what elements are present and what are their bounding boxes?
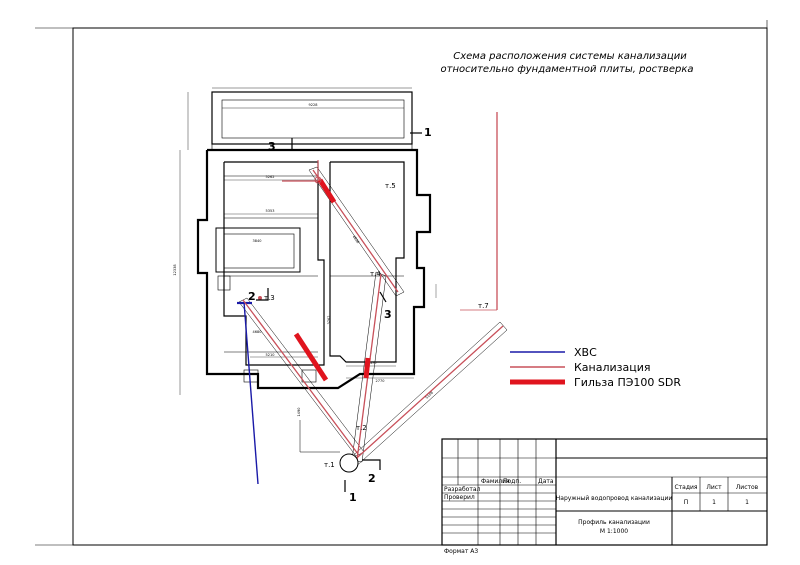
- sewer-pipe-outlet: [348, 325, 504, 466]
- dim-label-bottom-right: 2770: [376, 379, 385, 383]
- dim-label-lower-left: 5210: [266, 353, 275, 357]
- section-2-bottom: 2: [368, 472, 376, 485]
- point-label-t1: т.1: [324, 461, 335, 469]
- drawing-title-line2: относительно фундаментной плиты, роствер…: [441, 64, 694, 75]
- sewer-lines: [242, 112, 504, 466]
- section-1-top: 1: [424, 126, 432, 139]
- legend-label-sleeve: Гильза ПЭ100 SDR: [574, 376, 681, 389]
- top-slab: [211, 91, 413, 150]
- dim-label-left-run: 4680: [253, 330, 262, 334]
- dim-label-small: 1490: [297, 408, 301, 417]
- tb-sheets-header: Листов: [736, 484, 759, 491]
- tb-project: Наружный водопровод канализации: [556, 495, 673, 502]
- sleeve-upper: [317, 178, 337, 204]
- point-label-t5: т.5: [385, 182, 396, 190]
- drawing-title-line1: Схема расположения системы канализации: [453, 51, 687, 62]
- node-t3: [258, 296, 262, 300]
- section-markers: [256, 132, 422, 492]
- dim-label-inner-room: 3840: [253, 239, 262, 243]
- tb-doc-line1: Профиль канализации: [578, 519, 650, 526]
- sheet-border: [72, 27, 768, 546]
- tb-stage-value: П: [684, 499, 689, 506]
- tb-doc-line2: М 1:1000: [600, 528, 628, 535]
- dim-label-top: 9228: [309, 103, 318, 107]
- dim-label-vertical: 12338: [173, 264, 177, 275]
- legend-label-sewer: Канализация: [574, 361, 651, 374]
- tb-signature: Подп.: [503, 478, 521, 485]
- top-dimensions: [179, 87, 412, 395]
- section-1-bottom: 1: [349, 491, 357, 504]
- dim-label-center: 3762: [327, 316, 331, 325]
- dim-label-upper-room: 5262: [266, 175, 275, 179]
- well-t1: [339, 453, 359, 473]
- node-t5: [314, 176, 322, 184]
- legend-label-water: ХВС: [574, 346, 597, 359]
- point-label-t4: т.4: [370, 270, 381, 278]
- tb-date: Дата: [538, 478, 554, 485]
- section-2-left: 2: [248, 290, 256, 303]
- point-label-t7: т.7: [478, 302, 489, 310]
- pipe-trench-outlines: [238, 166, 508, 471]
- sewer-pipe-left: [242, 299, 359, 455]
- point-label-t2: т.2: [356, 424, 367, 432]
- sleeve-center: [363, 357, 371, 379]
- section-3-mid: 3: [384, 308, 392, 321]
- tb-surname: Фамилия: [481, 478, 510, 485]
- water-pipe-run: [243, 301, 259, 485]
- tb-developed: Разработал: [444, 486, 481, 493]
- tb-stage-header: Стадия: [674, 484, 697, 491]
- tb-sheets-value: 1: [745, 499, 749, 506]
- point-label-t3: т.3: [264, 294, 275, 302]
- dim-label-diagonal: 4838: [352, 235, 360, 245]
- legend: ХВС Канализация Гильза ПЭ100 SDR: [510, 346, 681, 389]
- tb-checked: Проверил: [444, 494, 475, 501]
- format-label: Формат А3: [444, 548, 478, 555]
- plan-dimension-lines: [224, 179, 437, 379]
- foundation-outline: [196, 148, 432, 390]
- sleeve-left: [293, 332, 329, 382]
- tb-sheet-value: 1: [712, 499, 716, 506]
- dim-label-lower-right: 2470: [368, 361, 377, 365]
- sleeves: [293, 178, 371, 382]
- section-3-top: 3: [268, 140, 276, 153]
- tb-sheet-header: Лист: [706, 484, 722, 491]
- dim-label-mid-room: 5353: [266, 209, 275, 213]
- title-block: [441, 438, 768, 546]
- dim-label-outlet: 5108: [425, 391, 434, 400]
